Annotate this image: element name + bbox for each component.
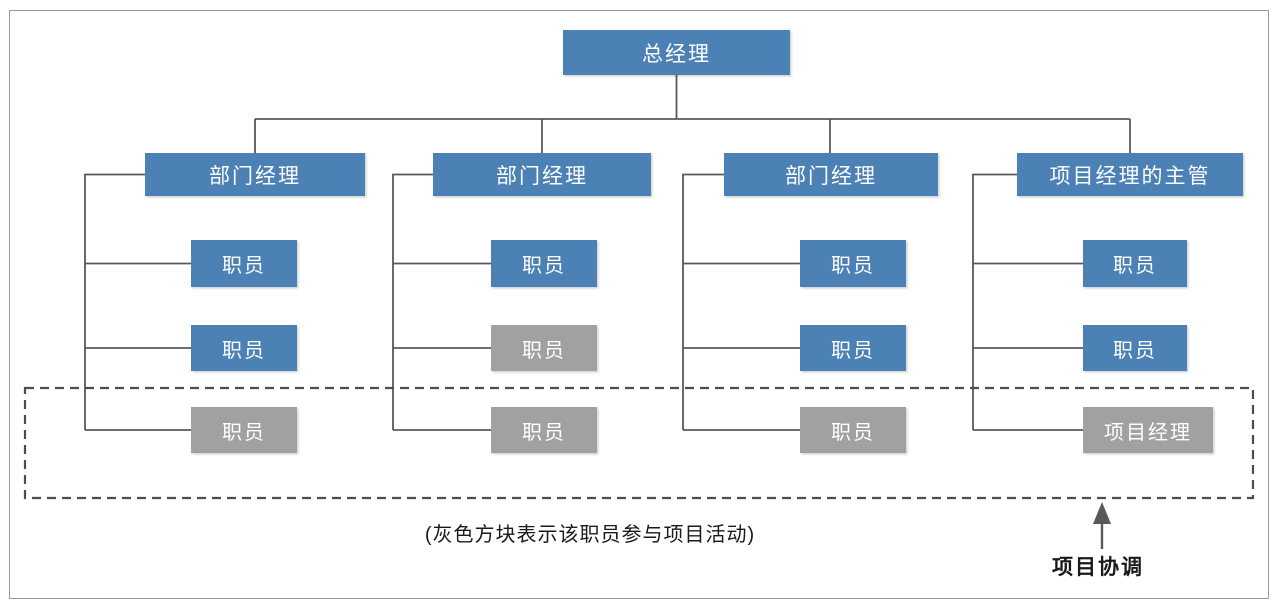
node-staff-c1-r3: 职员	[191, 407, 297, 453]
project-boundary-dashed-box	[23, 386, 1255, 500]
node-staff-c2-r3: 职员	[491, 407, 597, 453]
node-pm-supervisor: 项目经理的主管	[1017, 153, 1243, 196]
node-staff-c2-r2: 职员	[491, 325, 597, 371]
column-connectors	[84, 173, 1083, 431]
arrowhead-up-icon	[1093, 502, 1111, 524]
node-staff-c3-r2: 职员	[800, 325, 906, 371]
node-dept-manager-2: 部门经理	[433, 153, 651, 196]
legend-caption: (灰色方块表示该职员参与项目活动)	[424, 524, 756, 546]
node-staff-c3-r3: 职员	[800, 407, 906, 453]
node-project-manager: 项目经理	[1083, 407, 1213, 453]
node-dept-manager-3: 部门经理	[724, 153, 938, 196]
project-coordination-arrow	[1093, 502, 1111, 549]
node-staff-c3-r1: 职员	[800, 240, 906, 287]
node-staff-c4-r1: 职员	[1083, 240, 1187, 287]
node-staff-c2-r1: 职员	[491, 240, 597, 287]
root-connectors	[254, 75, 1131, 153]
node-staff-c1-r1: 职员	[191, 240, 297, 287]
node-staff-c4-r2: 职员	[1083, 325, 1187, 371]
node-general-manager: 总经理	[563, 30, 790, 75]
project-coordination-label: 项目协调	[1052, 556, 1144, 579]
node-staff-c1-r2: 职员	[191, 325, 297, 371]
node-dept-manager-1: 部门经理	[145, 153, 365, 196]
outer-frame	[9, 10, 1269, 599]
